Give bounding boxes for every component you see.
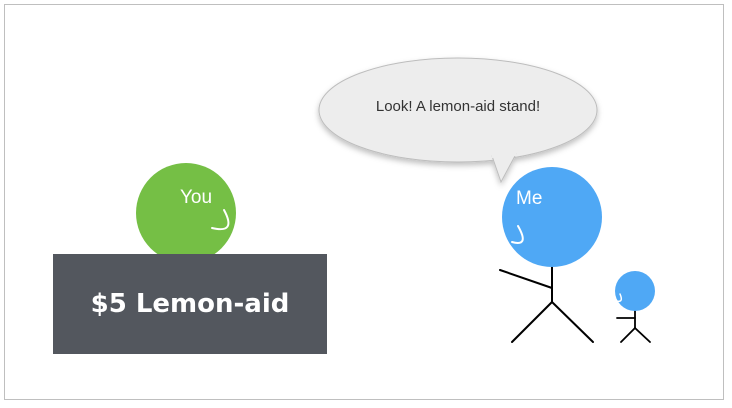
speech-bubble-text: Look! A lemon-aid stand! [375, 98, 541, 115]
you-head [136, 163, 236, 263]
lemonade-stand: $5 Lemon-aid [53, 254, 327, 354]
you-smile [211, 209, 230, 231]
me-head [502, 167, 602, 267]
child-head [615, 271, 655, 311]
you-label: You [180, 187, 213, 208]
me-stick-body [499, 264, 594, 343]
speech-bubble [318, 57, 598, 184]
me-label: Me [516, 188, 543, 209]
me-smile [511, 225, 524, 244]
child-stick-body [616, 307, 651, 343]
child-smile [615, 293, 623, 303]
stand-sign-text: $5 Lemon-aid [90, 289, 290, 319]
